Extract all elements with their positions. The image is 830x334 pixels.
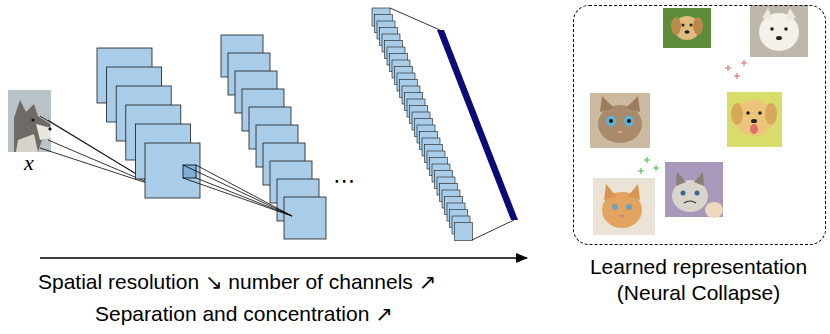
axis-caption: Separation and concentration ↗ bbox=[95, 302, 393, 326]
ellipsis: ⋯ bbox=[333, 168, 355, 193]
conv-stack bbox=[372, 8, 473, 241]
patch bbox=[183, 165, 196, 178]
cat-image bbox=[590, 93, 650, 148]
axis-arrow bbox=[40, 257, 527, 259]
axis-caption: Spatial resolution ↘ number of channels … bbox=[38, 270, 436, 294]
box-heading: Learned representation (Neural Collapse) bbox=[570, 254, 827, 305]
receptive-lines bbox=[183, 165, 292, 216]
plus-markers bbox=[725, 60, 747, 79]
dog-image bbox=[663, 8, 711, 48]
conv-stack bbox=[97, 48, 200, 198]
class-images bbox=[590, 5, 808, 235]
input-symbol: x bbox=[24, 150, 34, 175]
feature-map bbox=[455, 223, 473, 241]
representation-box: Learned representation (Neural Collapse) bbox=[573, 5, 826, 245]
dog-image bbox=[750, 5, 808, 57]
input-image bbox=[8, 90, 52, 152]
cat-image bbox=[665, 162, 723, 218]
fc-layer bbox=[390, 8, 518, 240]
cat-image bbox=[593, 178, 655, 235]
feature-map bbox=[145, 143, 200, 198]
dog-image bbox=[727, 92, 782, 147]
plus-markers bbox=[638, 157, 659, 174]
feature-map bbox=[284, 197, 326, 239]
